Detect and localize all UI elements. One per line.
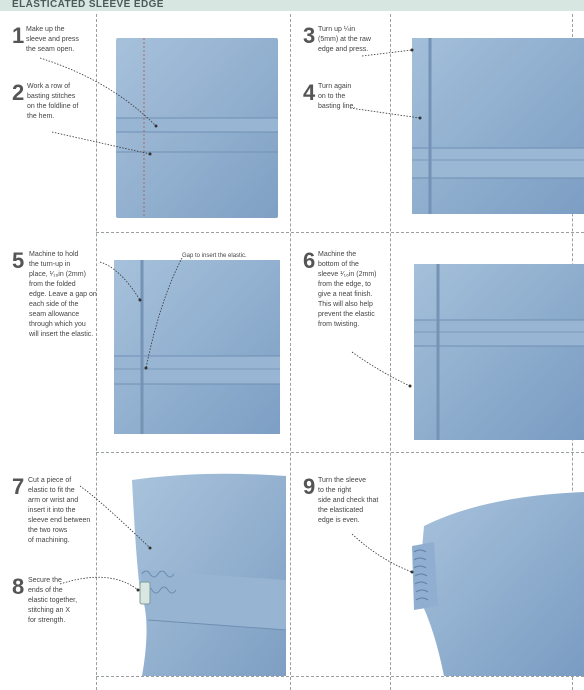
guide-middle <box>290 14 291 690</box>
header-bar: ELASTICATED SLEEVE EDGE <box>0 0 584 11</box>
step-number: 4 <box>303 80 316 105</box>
step-number: 6 <box>303 248 316 273</box>
page-title: ELASTICATED SLEEVE EDGE <box>12 0 164 10</box>
guide-right-a <box>390 14 391 690</box>
step-number: 7 <box>12 474 25 499</box>
photo-basting <box>112 36 280 220</box>
step-text: Make up the sleeve and press the seam op… <box>26 26 79 53</box>
step-text: Machine to hold the turn-up in place, ¹⁄… <box>29 251 97 338</box>
photo-finished-sleeve <box>404 486 584 676</box>
photo-turn-up <box>408 36 584 216</box>
step-number: 8 <box>12 574 25 599</box>
guide-row-1 <box>96 232 584 233</box>
step-text: Cut a piece of elastic to fit the arm or… <box>28 477 91 544</box>
step-text: Machine the bottom of the sleeve ¹⁄₁₆in … <box>318 251 377 328</box>
step-text: Turn again on to the basting line. <box>318 83 356 110</box>
step-text: Secure the ends of the elastic together,… <box>28 577 78 624</box>
guide-row-3 <box>96 676 584 677</box>
photo-machine-turn-up <box>112 256 280 436</box>
step-number: 2 <box>12 80 25 105</box>
step-text: Work a row of basting stitches on the fo… <box>27 83 79 120</box>
step-number: 1 <box>12 23 25 48</box>
step-number: 3 <box>303 23 316 48</box>
step-number: 9 <box>303 474 316 499</box>
step-text: Turn up ¼in (5mm) at the raw edge and pr… <box>318 26 371 53</box>
guide-left <box>96 14 97 690</box>
step-number: 5 <box>12 248 25 273</box>
callout-gap: Gap to insert the elastic. <box>182 253 247 259</box>
guide-row-2 <box>96 452 584 453</box>
photo-insert-elastic <box>112 470 286 676</box>
photo-machine-bottom <box>410 262 584 442</box>
step-text: Turn the sleeve to the right side and ch… <box>318 477 379 524</box>
